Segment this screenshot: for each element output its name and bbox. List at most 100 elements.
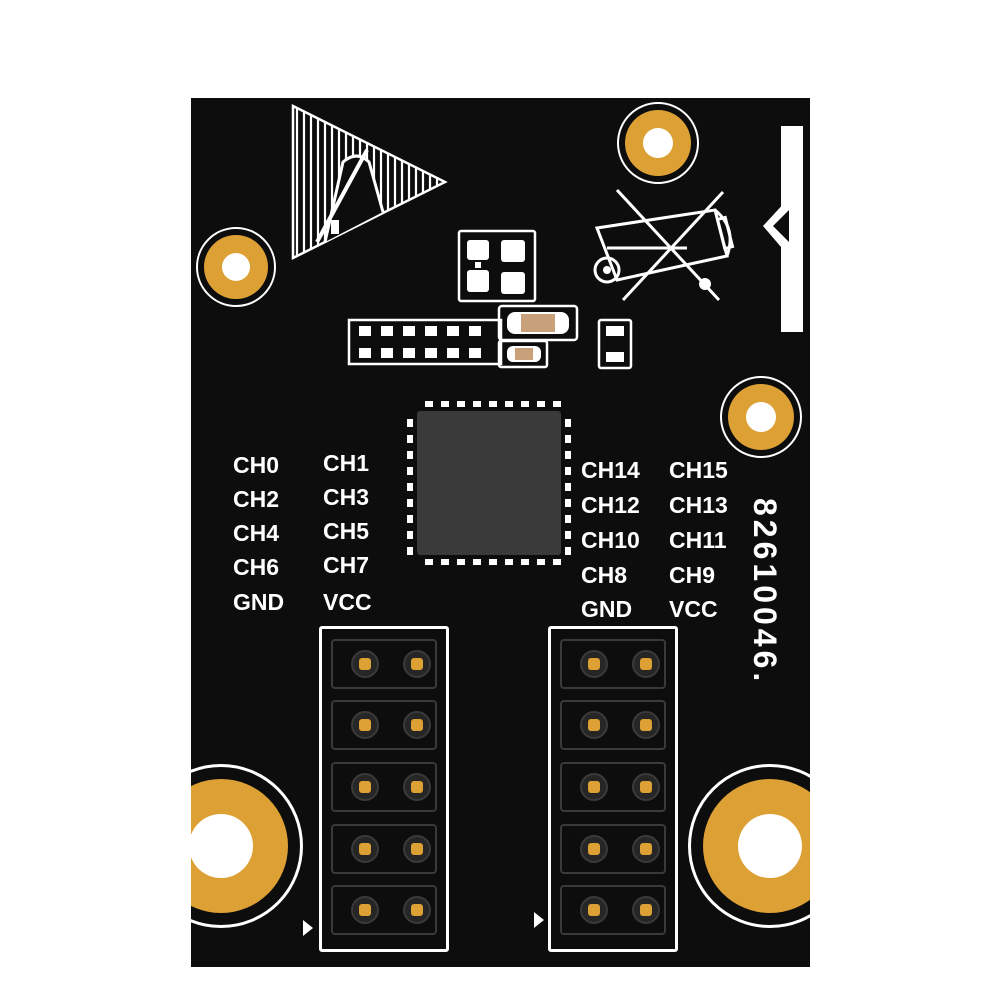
mounting-hole-mid-right bbox=[720, 376, 802, 458]
label-ch6: CH6 bbox=[233, 554, 280, 580]
pin bbox=[403, 773, 431, 801]
chip-pin bbox=[407, 467, 413, 475]
chip-pin bbox=[473, 401, 481, 407]
pin-row-1 bbox=[560, 639, 666, 689]
pin-row-2 bbox=[331, 700, 437, 750]
chip-pin bbox=[565, 483, 571, 491]
pin bbox=[580, 896, 608, 924]
chip-pin bbox=[553, 401, 561, 407]
pin bbox=[580, 711, 608, 739]
qfn-chip bbox=[407, 401, 571, 565]
chip-body bbox=[417, 411, 561, 555]
label-ch9: CH9 bbox=[669, 562, 716, 588]
pin-row-2 bbox=[560, 700, 666, 750]
label-ch10: CH10 bbox=[581, 527, 640, 553]
chip-pin bbox=[489, 401, 497, 407]
crossed-out-bin-icon bbox=[593, 188, 735, 302]
chip-pin bbox=[407, 531, 413, 539]
chip-pin bbox=[407, 499, 413, 507]
chip-pin bbox=[565, 435, 571, 443]
pin-header-right bbox=[548, 626, 678, 952]
pin bbox=[580, 835, 608, 863]
pin bbox=[632, 711, 660, 739]
chip-pin bbox=[473, 559, 481, 565]
label-ch1: CH1 bbox=[323, 450, 370, 476]
pin-row-5 bbox=[560, 885, 666, 935]
chip-pin bbox=[537, 559, 545, 565]
label-ch4: CH4 bbox=[233, 520, 280, 546]
pin-header-left bbox=[319, 626, 449, 952]
label-gnd-left: GND bbox=[233, 589, 285, 615]
pin-row-5 bbox=[331, 885, 437, 935]
esd-warning-icon bbox=[291, 103, 448, 261]
pin bbox=[403, 711, 431, 739]
chip-pin bbox=[489, 559, 497, 565]
pin bbox=[580, 773, 608, 801]
label-ch11: CH11 bbox=[669, 527, 727, 553]
pin bbox=[632, 835, 660, 863]
chip-pin bbox=[521, 401, 529, 407]
label-ch7: CH7 bbox=[323, 552, 370, 578]
chip-pin bbox=[441, 559, 449, 565]
mounting-hole-top-right bbox=[617, 102, 699, 184]
pin bbox=[632, 650, 660, 678]
label-ch14: CH14 bbox=[581, 457, 640, 483]
part-number: 82610046. bbox=[747, 498, 810, 758]
label-ch5: CH5 bbox=[323, 518, 370, 544]
mounting-hole-bottom-right bbox=[688, 764, 810, 928]
chip-pin bbox=[441, 401, 449, 407]
chip-pin bbox=[407, 451, 413, 459]
chip-pin bbox=[407, 547, 413, 555]
chip-pin bbox=[407, 419, 413, 427]
pin bbox=[632, 896, 660, 924]
pin-row-4 bbox=[560, 824, 666, 874]
pin-row-4 bbox=[331, 824, 437, 874]
label-ch12: CH12 bbox=[581, 492, 640, 518]
pin bbox=[403, 896, 431, 924]
pin bbox=[351, 773, 379, 801]
edge-marker-icon bbox=[763, 126, 803, 332]
chip-pin bbox=[505, 559, 513, 565]
chip-pin bbox=[565, 451, 571, 459]
pin bbox=[632, 773, 660, 801]
pin bbox=[403, 650, 431, 678]
pin bbox=[351, 650, 379, 678]
pin bbox=[403, 835, 431, 863]
chip-pin bbox=[425, 559, 433, 565]
label-ch15: CH15 bbox=[669, 457, 728, 483]
pin-row-3 bbox=[331, 762, 437, 812]
pin bbox=[351, 835, 379, 863]
chip-pin bbox=[565, 547, 571, 555]
chip-pin bbox=[457, 559, 465, 565]
chip-pin bbox=[505, 401, 513, 407]
pcb-board: CH0 CH1 CH2 CH3 CH4 CH5 CH6 CH7 GND VCC … bbox=[191, 98, 810, 967]
pin-row-1 bbox=[331, 639, 437, 689]
label-gnd-right: GND bbox=[581, 596, 633, 622]
label-ch3: CH3 bbox=[323, 484, 370, 510]
chip-pin bbox=[425, 401, 433, 407]
chip-pin bbox=[565, 531, 571, 539]
pin1-marker-icon bbox=[534, 912, 544, 928]
chip-pin bbox=[565, 419, 571, 427]
mounting-hole-top-left bbox=[196, 227, 276, 307]
pin-row-3 bbox=[560, 762, 666, 812]
part-number-text: 82610046. bbox=[747, 498, 783, 686]
chip-pin bbox=[553, 559, 561, 565]
label-vcc-left: VCC bbox=[323, 589, 372, 615]
chip-pin bbox=[407, 483, 413, 491]
chip-pin bbox=[565, 499, 571, 507]
pin1-marker-icon bbox=[303, 920, 313, 936]
smd-components bbox=[347, 229, 633, 370]
chip-pin bbox=[565, 515, 571, 523]
chip-pin bbox=[457, 401, 465, 407]
label-ch13: CH13 bbox=[669, 492, 728, 518]
label-ch8: CH8 bbox=[581, 562, 628, 588]
pin bbox=[351, 711, 379, 739]
label-ch2: CH2 bbox=[233, 486, 280, 512]
chip-pin bbox=[565, 467, 571, 475]
pin bbox=[351, 896, 379, 924]
mounting-hole-bottom-left bbox=[191, 764, 303, 928]
chip-pin bbox=[407, 515, 413, 523]
label-vcc-right: VCC bbox=[669, 596, 718, 622]
pin bbox=[580, 650, 608, 678]
